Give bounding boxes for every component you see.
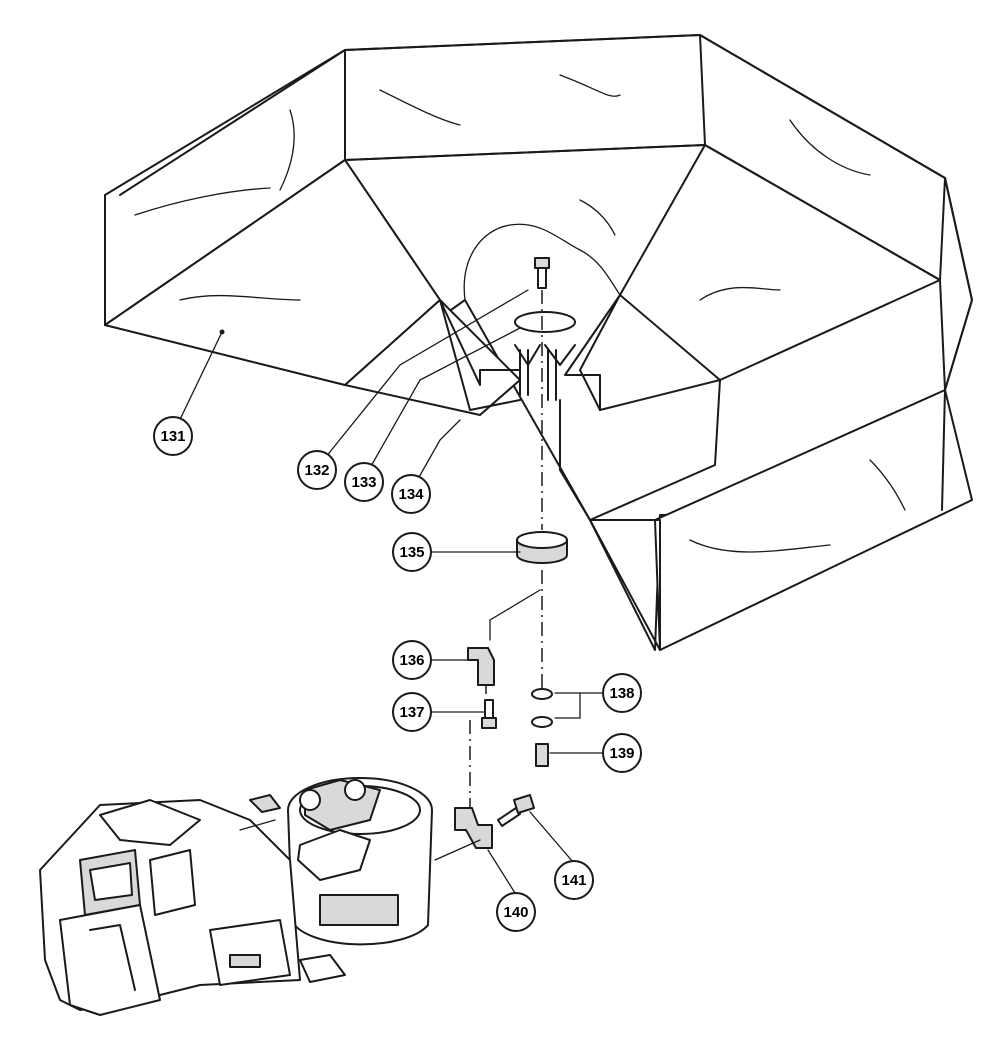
callout-134: 134 bbox=[391, 474, 431, 514]
callout-136-label: 136 bbox=[399, 652, 424, 669]
callout-133: 133 bbox=[344, 462, 384, 502]
screw-141 bbox=[497, 794, 535, 827]
callout-137: 137 bbox=[392, 692, 432, 732]
umbrella-canopy bbox=[104, 34, 973, 651]
callout-136: 136 bbox=[392, 640, 432, 680]
nut-139 bbox=[535, 743, 549, 767]
callout-140: 140 bbox=[496, 892, 536, 932]
callout-138-label: 138 bbox=[609, 685, 634, 702]
callout-132: 132 bbox=[297, 450, 337, 490]
callout-131-label: 131 bbox=[160, 428, 185, 445]
callout-139: 139 bbox=[602, 733, 642, 773]
screw-132 bbox=[534, 257, 550, 289]
callout-141: 141 bbox=[554, 860, 594, 900]
wire-frame bbox=[439, 294, 621, 521]
disc-133 bbox=[514, 311, 576, 333]
hub-135 bbox=[516, 531, 568, 564]
callout-138: 138 bbox=[602, 673, 642, 713]
washers-138 bbox=[531, 688, 553, 728]
bracket-136 bbox=[467, 647, 495, 686]
callout-135: 135 bbox=[392, 532, 432, 572]
callout-135-label: 135 bbox=[399, 544, 424, 561]
callout-134-label: 134 bbox=[398, 486, 424, 503]
clip-140 bbox=[454, 807, 493, 849]
screw-137 bbox=[481, 699, 497, 729]
callout-139-label: 139 bbox=[609, 745, 634, 762]
callout-140-label: 140 bbox=[503, 904, 528, 921]
callout-131: 131 bbox=[153, 416, 193, 456]
callout-141-label: 141 bbox=[561, 872, 586, 889]
callout-132-label: 132 bbox=[304, 462, 329, 479]
callout-137-label: 137 bbox=[399, 704, 424, 721]
callout-133-label: 133 bbox=[351, 474, 376, 491]
leader-lines bbox=[172, 289, 603, 894]
power-tool-body bbox=[39, 777, 481, 1016]
